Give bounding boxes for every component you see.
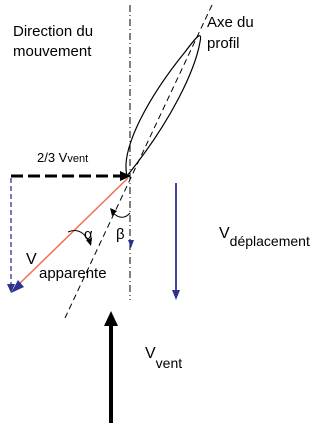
- apparent-wind-vector: [14, 177, 129, 289]
- direction-label-line1: Direction du: [13, 23, 94, 40]
- wind-arrowhead: [104, 311, 118, 326]
- alpha-label: α: [84, 226, 93, 243]
- wind-fraction-arrowhead: [120, 171, 131, 181]
- displacement-label: Vdéplacement: [219, 225, 310, 249]
- airfoil-profile: [125, 35, 202, 178]
- blue-dashed-arrowhead: [7, 284, 15, 293]
- axis-label-line1: Axe du: [207, 14, 254, 31]
- alpha-arc-head: [86, 238, 92, 246]
- wind-fraction-sub: vent: [67, 153, 89, 165]
- wind-fraction-label: 2/3 Vvent: [37, 150, 88, 165]
- apparent-v-letter: V: [26, 251, 37, 268]
- wind-fraction-main: 2/3 V: [37, 150, 68, 165]
- apparent-wind-arrowhead: [11, 280, 24, 293]
- displacement-arrowhead: [172, 290, 180, 300]
- beta-label: β: [116, 226, 125, 243]
- apparent-wind-subscript: apparente: [39, 265, 107, 282]
- wind-label: Vvent: [145, 345, 182, 371]
- beta-small-marker: [128, 240, 134, 248]
- wind-subscript: vent: [155, 355, 183, 371]
- beta-arc-head: [110, 208, 117, 216]
- wind-v-letter: V: [145, 345, 156, 362]
- apparent-wind-label: V: [26, 251, 37, 269]
- direction-label-line2: mouvement: [13, 43, 92, 60]
- displacement-subscript: déplacement: [229, 233, 310, 249]
- displacement-v-letter: V: [219, 225, 230, 242]
- axis-label-line2: profil: [207, 35, 240, 52]
